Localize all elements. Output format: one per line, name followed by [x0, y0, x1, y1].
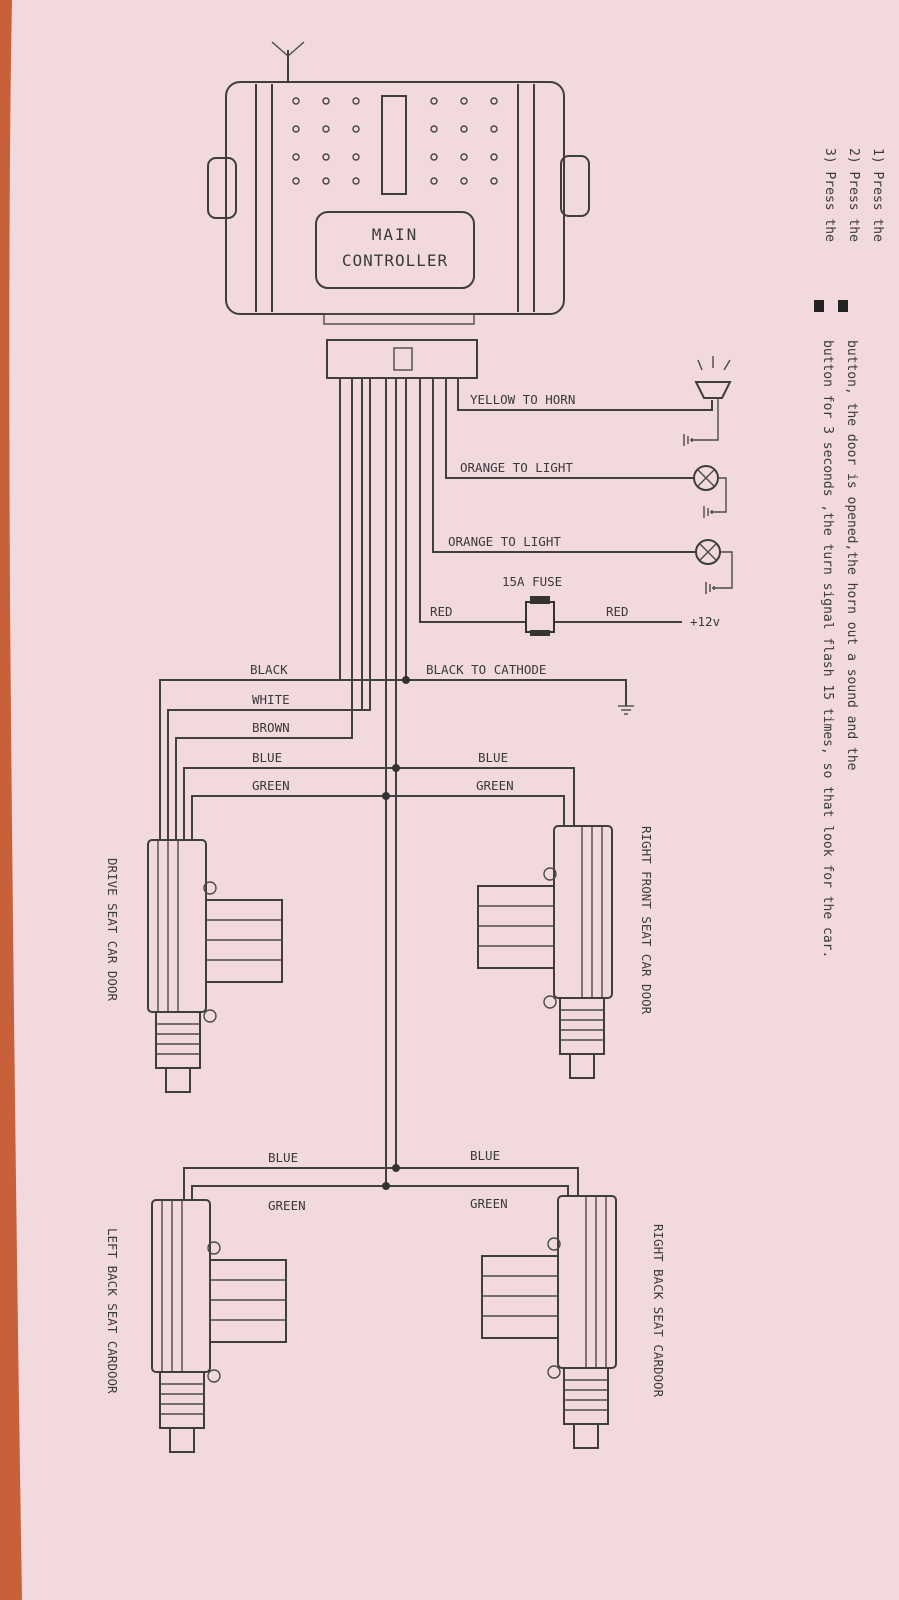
label-green-right: GREEN [476, 778, 514, 793]
label-right-back-door: RIGHT BACK SEAT CARDOOR [651, 1224, 666, 1398]
label-yellow-horn: YELLOW TO HORN [470, 392, 575, 407]
label-white: WHITE [252, 692, 290, 707]
label-left-back-door: LEFT BACK SEAT CARDOOR [105, 1228, 120, 1394]
instruction-3: 3) Press the [822, 148, 837, 242]
horn-symbol [683, 356, 732, 446]
instruction-1: 1) Press the [870, 148, 885, 242]
label-blue-left: BLUE [252, 750, 282, 765]
paper-sheet [9, 0, 899, 1600]
junction-dots [382, 676, 410, 1190]
main-controller: MAIN CONTROLLER [207, 41, 590, 379]
instruction-2: 2) Press the [846, 148, 861, 242]
label-brown: BROWN [252, 720, 290, 735]
label-blue-back-left: BLUE [268, 1150, 298, 1165]
label-red-left: RED [430, 604, 453, 619]
label-blue-right: BLUE [478, 750, 508, 765]
label-red-right: RED [606, 604, 629, 619]
turn-light-2 [695, 539, 733, 594]
instruction-3b: button for 3 seconds ,the turn signal fl… [820, 340, 835, 958]
label-plus-12v: +12v [690, 614, 720, 629]
label-orange-light-2: ORANGE TO LIGHT [448, 534, 561, 549]
controller-label-controller: CONTROLLER [342, 251, 448, 270]
label-right-front-door: RIGHT FRONT SEAT CAR DOOR [639, 826, 654, 1015]
label-orange-light-1: ORANGE TO LIGHT [460, 460, 573, 475]
instructions: 1) Press the 2) Press the button, the do… [814, 148, 885, 958]
label-drive-seat-door: DRIVE SEAT CAR DOOR [105, 858, 120, 1001]
wire-bundle [159, 378, 713, 1200]
ground-black [618, 705, 634, 715]
label-green-back-left: GREEN [268, 1198, 306, 1213]
label-blue-back-right: BLUE [470, 1148, 500, 1163]
lock-button-icon [814, 300, 824, 312]
turn-light-1 [693, 465, 727, 518]
controller-label-main: MAIN [372, 225, 419, 244]
label-green-back-right: GREEN [470, 1196, 508, 1211]
wire-labels: YELLOW TO HORN ORANGE TO LIGHT ORANGE TO… [250, 392, 720, 1213]
fuse-symbol [525, 596, 555, 636]
label-fuse: 15A FUSE [502, 574, 562, 589]
unlock-button-icon [838, 300, 848, 312]
instruction-2b: button, the door is opened,the horn out … [844, 340, 859, 771]
label-black: BLACK [250, 662, 288, 677]
label-green-left: GREEN [252, 778, 290, 793]
label-black-cathode: BLACK TO CATHODE [426, 662, 546, 677]
